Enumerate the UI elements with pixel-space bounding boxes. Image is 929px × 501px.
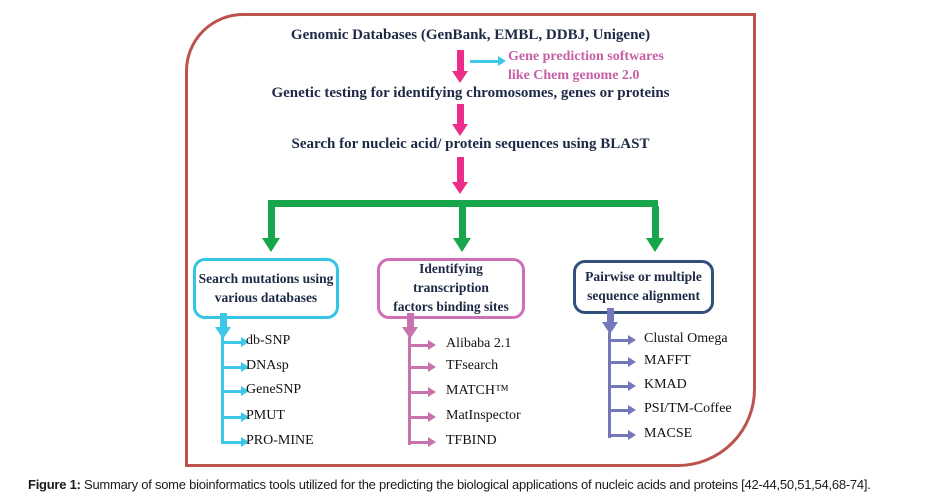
box-transcription-factors-line1: Identifying transcription — [413, 261, 489, 296]
box-sequence-alignment-line1: Pairwise or multiple — [585, 269, 702, 285]
stem-line-right — [608, 332, 611, 438]
branch-arrow — [223, 386, 249, 396]
distributor-arrow-right — [646, 206, 664, 252]
step-genomic-databases: Genomic Databases (GenBank, EMBL, DDBJ, … — [290, 27, 651, 43]
arrow-gene-prediction — [470, 56, 506, 66]
branch-arrow — [610, 357, 636, 367]
tool-item: TFBIND — [446, 433, 497, 448]
gene-prediction-note: Gene prediction softwares like Chem geno… — [508, 47, 664, 85]
distributor-bar — [268, 200, 658, 207]
tool-item: MATCH™ — [446, 383, 509, 398]
stem-arrow-right — [602, 308, 618, 334]
branch-arrow — [610, 381, 636, 391]
stem-line-left — [221, 337, 224, 444]
branch-arrow — [223, 337, 249, 347]
branch-arrow — [610, 430, 636, 440]
arrow-down-1 — [452, 50, 468, 83]
figure-caption-text: Summary of some bioinformatics tools uti… — [80, 477, 871, 492]
figure-caption: Figure 1: Summary of some bioinformatics… — [28, 477, 918, 492]
distributor-arrow-center — [453, 206, 471, 252]
box-transcription-factors: Identifying transcription factors bindin… — [377, 258, 525, 319]
box-sequence-alignment: Pairwise or multiple sequence alignment — [573, 260, 714, 314]
tool-item: PRO-MINE — [246, 433, 314, 448]
diagram-border-frame — [185, 13, 756, 467]
gene-prediction-note-line2: like Chem genome 2.0 — [508, 68, 640, 83]
tool-item: MatInspector — [446, 408, 521, 423]
box-search-mutations-line1: Search mutations using — [198, 270, 334, 286]
tool-item: MAFFT — [644, 353, 691, 368]
stem-arrow-left — [215, 313, 231, 339]
tool-item: DNAsp — [246, 358, 289, 373]
box-transcription-factors-line2: factors binding sites — [393, 298, 509, 314]
tool-item: MACSE — [644, 426, 693, 441]
tool-item: PSI/TM-Coffee — [644, 401, 732, 416]
branch-arrow — [410, 387, 436, 397]
branch-arrow — [223, 437, 249, 447]
branch-arrow — [410, 340, 436, 350]
stem-line-middle — [408, 337, 411, 445]
tool-item: KMAD — [644, 377, 687, 392]
box-search-mutations: Search mutations using various databases — [193, 258, 339, 319]
branch-arrow — [410, 412, 436, 422]
branch-arrow — [610, 405, 636, 415]
stem-arrow-middle — [402, 313, 418, 339]
figure-caption-label: Figure 1: — [28, 477, 81, 492]
tool-item: Alibaba 2.1 — [446, 336, 512, 351]
branch-arrow — [610, 335, 636, 345]
branch-arrow — [223, 362, 249, 372]
box-sequence-alignment-line2: sequence alignment — [587, 288, 700, 303]
branch-arrow — [410, 362, 436, 372]
step-genetic-testing: Genetic testing for identifying chromoso… — [271, 85, 670, 101]
branch-arrow — [410, 437, 436, 447]
box-search-mutations-line2: various databases — [214, 289, 318, 305]
tool-item: TFsearch — [446, 358, 499, 373]
tool-item: db-SNP — [246, 333, 291, 348]
distributor-arrow-left — [262, 206, 280, 252]
gene-prediction-note-line1: Gene prediction softwares — [508, 49, 664, 64]
tool-item: GeneSNP — [246, 382, 302, 397]
step-blast-search: Search for nucleic acid/ protein sequenc… — [291, 136, 650, 152]
tool-item: PMUT — [246, 408, 285, 423]
branch-arrow — [223, 412, 249, 422]
arrow-down-3 — [452, 157, 468, 194]
arrow-down-2 — [452, 104, 468, 136]
tool-item: Clustal Omega — [644, 331, 728, 346]
